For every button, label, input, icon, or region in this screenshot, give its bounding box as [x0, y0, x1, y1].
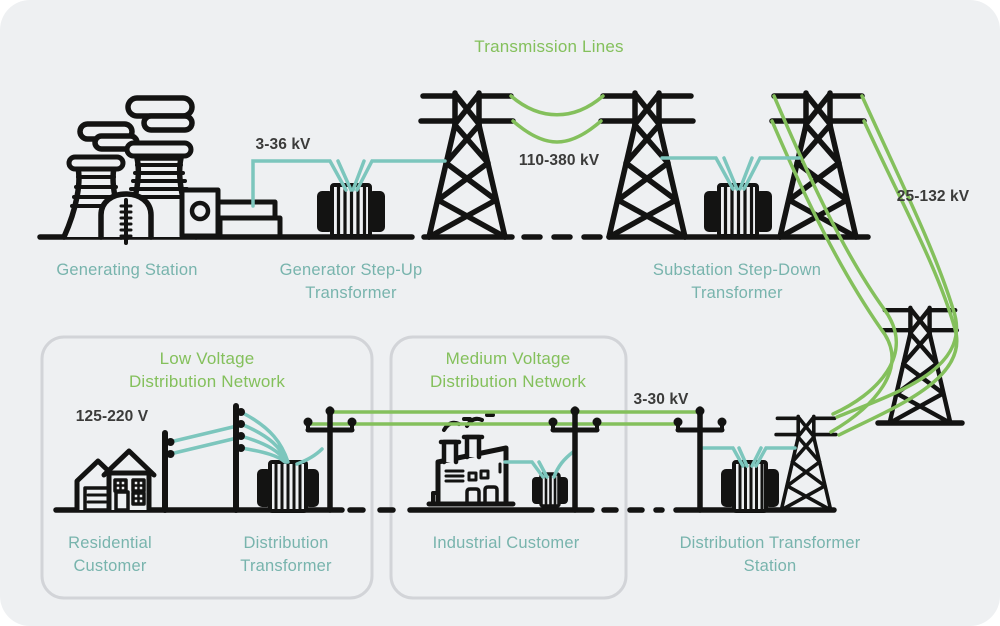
- substation-transformer-label: Substation Step-Down: [652, 261, 822, 279]
- step-up-transformer-label: Generator Step-Up: [279, 261, 423, 279]
- substation-transformer-label: Transformer: [691, 284, 783, 302]
- distribution-transformer-label: Transformer: [240, 557, 332, 575]
- industrial-service-transformer-icon: [532, 472, 568, 508]
- station-tower-icon: [774, 414, 838, 512]
- transmission-tower-icon: [772, 93, 864, 237]
- low-voltage-network-box: [40, 335, 374, 600]
- transmission-tower-icon: [421, 93, 513, 237]
- low-voltage-network-title: Distribution Network: [128, 372, 286, 391]
- network-boxes: [40, 335, 628, 600]
- medium-voltage-network-title: Distribution Network: [429, 372, 587, 391]
- distribution-transformer-icon: [257, 460, 319, 513]
- transmission-voltage-label: 110-380 kV: [518, 152, 600, 169]
- subtransmission-voltage-label: 25-132 kV: [896, 188, 970, 205]
- generating-station-icon: [61, 95, 283, 245]
- medium-voltage-network-title: Medium Voltage: [445, 349, 571, 368]
- medium-voltage-network-box: [389, 335, 628, 600]
- distribution-transformer-label: Distribution: [243, 534, 329, 552]
- step-up-transformer-label: Transformer: [305, 284, 397, 302]
- residential-customer-icon: [74, 448, 157, 513]
- generating-station-label: Generating Station: [56, 261, 198, 279]
- substation-step-down-transformer-icon: [704, 183, 772, 238]
- distribution-transformer-station-label: Distribution Transformer: [679, 534, 861, 552]
- industrial-customer-icon: [426, 413, 516, 507]
- plant-building-icon: [179, 187, 283, 239]
- diagram-title: Transmission Lines: [474, 37, 624, 56]
- reactor-dome-icon: [98, 191, 154, 245]
- transmission-tower-icon: [601, 93, 693, 237]
- service-pole-icon: [233, 403, 245, 513]
- connection-wires: [168, 156, 801, 479]
- generator-output-voltage-label: 3-36 kV: [255, 136, 311, 153]
- residential-customer-label: Customer: [73, 557, 147, 575]
- low-voltage-service-label: 125-220 V: [75, 408, 149, 425]
- low-voltage-network-title: Low Voltage: [159, 349, 255, 368]
- medium-voltage-feed-label: 3-30 kV: [633, 391, 689, 408]
- industrial-customer-label: Industrial Customer: [432, 534, 580, 552]
- station-transformer-icon: [721, 460, 779, 513]
- transmission-lines-wires: [306, 94, 959, 437]
- generator-step-up-transformer-icon: [317, 183, 385, 238]
- distribution-pole-icon: [674, 407, 727, 511]
- distribution-transformer-station-label: Station: [743, 557, 797, 575]
- residential-customer-label: Residential: [68, 534, 152, 552]
- service-pole-icon: [162, 430, 175, 513]
